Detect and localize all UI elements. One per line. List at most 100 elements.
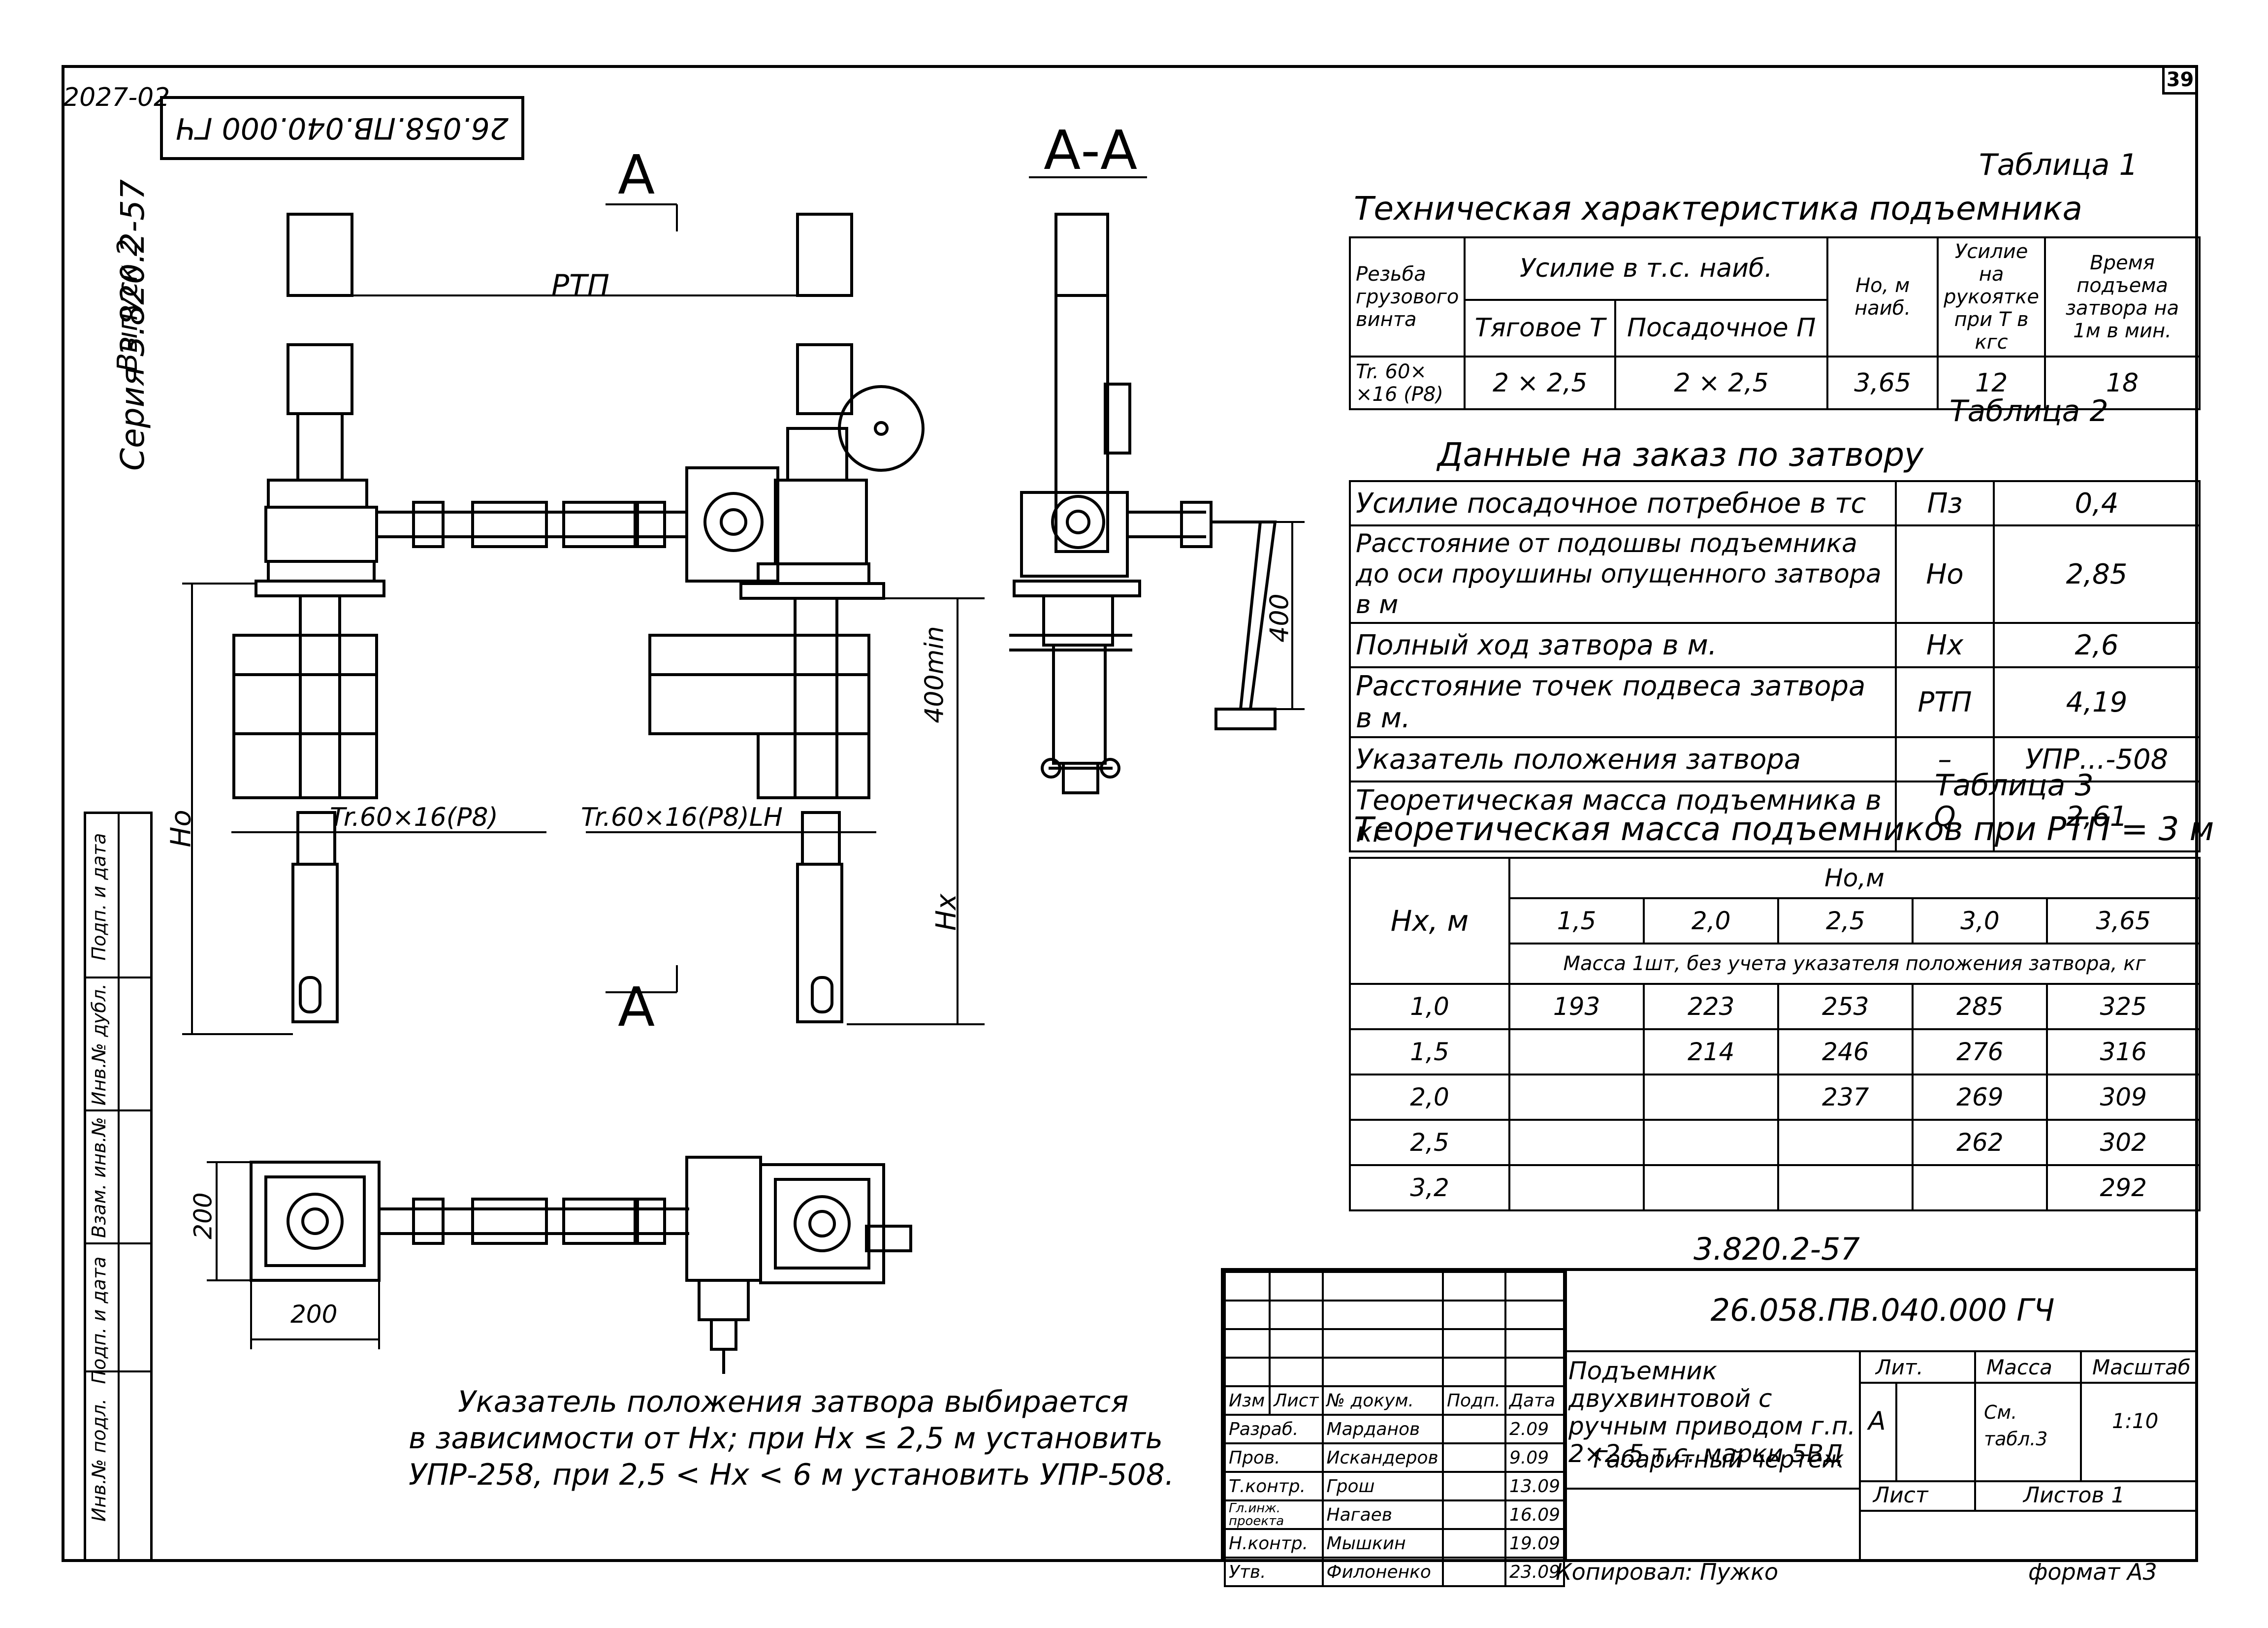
- doc-code-cell: 26.058.ПВ.040.000 ГЧ: [1565, 1271, 2198, 1352]
- t2-label: Усилие посадочное потребное в тс: [1349, 480, 1897, 526]
- plan-center-box: [685, 1156, 762, 1282]
- t3-cell: 269: [1912, 1074, 2048, 1121]
- right-rod: [796, 863, 843, 1023]
- t3-hx: 1,5: [1349, 1028, 1510, 1075]
- t2-val: 0,4: [1993, 480, 2201, 526]
- signer-date: 2.09: [1504, 1414, 1565, 1444]
- t3-cell: [1643, 1074, 1780, 1121]
- section-gearbox: [1020, 491, 1129, 578]
- table3-caption: Таблица 3: [1935, 768, 2094, 803]
- signer-date: 16.09: [1504, 1499, 1565, 1530]
- t2-label: Теоретическая масса подъемника в кг: [1349, 781, 1897, 852]
- t1-h-ho: Но, м наиб.: [1826, 236, 1939, 358]
- t1-cell-thread: Tr. 60× ×16 (P8): [1348, 356, 1466, 410]
- signer-row: Н.контр. Мышкин 19.09: [1224, 1528, 1565, 1559]
- signer-signature: [1441, 1557, 1506, 1587]
- t3-cell: 292: [2046, 1164, 2201, 1211]
- table2-caption: Таблица 2: [1949, 394, 2108, 428]
- t2-val: 2,61: [1993, 781, 2201, 852]
- t2-sym: Q: [1895, 781, 1995, 852]
- meta-grid: Лит. Масса Масштаб А См. табл.3 1:10 Лис…: [1859, 1352, 2198, 1562]
- table-row: 2,5 262 302: [1349, 1119, 2201, 1166]
- right-screw-top: [796, 213, 853, 297]
- t1-h-push: Посадочное П: [1614, 298, 1829, 358]
- t3-cell: 262: [1912, 1119, 2048, 1166]
- signer-name: Грош: [1321, 1471, 1444, 1501]
- t2-val: УПР...-508: [1993, 736, 2201, 782]
- tb-head-list: Лист: [1269, 1385, 1324, 1416]
- signer-signature: [1441, 1499, 1506, 1530]
- t2-sym: Пз: [1895, 480, 1995, 526]
- t1-h-time: Время подъема затвора на 1м в мин.: [2044, 236, 2201, 358]
- rtp-label: РТП: [551, 268, 609, 303]
- signer-name: Нагаев: [1321, 1499, 1444, 1530]
- doc-code: 26.058.ПВ.040.000 ГЧ: [1710, 1292, 2055, 1328]
- left-screw-mid: [287, 343, 353, 415]
- signer-row: Пров. Искандеров 9.09: [1224, 1442, 1565, 1473]
- t3-col-group: Но,м: [1508, 857, 2201, 899]
- t2-label: Указатель положения затвора: [1349, 736, 1897, 782]
- signer-date: 13.09: [1504, 1471, 1565, 1501]
- plan-dim-vertical: 200: [189, 1192, 218, 1239]
- t3-cell: 237: [1777, 1074, 1914, 1121]
- t3-col: 1,5: [1508, 897, 1645, 944]
- left-rod: [291, 863, 339, 1023]
- plan-left-box: [250, 1161, 381, 1282]
- product-title: Подъемник двухвинтовой с ручным приводом…: [1568, 1357, 1856, 1468]
- plan-right-box: [759, 1163, 885, 1284]
- signer-name: Мышкин: [1321, 1528, 1444, 1559]
- t3-cell: 253: [1777, 983, 1914, 1030]
- signer-date: 19.09: [1504, 1528, 1565, 1559]
- copied-by: Копировал: Пужко: [1556, 1559, 1779, 1585]
- t2-sym: РТП: [1895, 666, 1995, 738]
- title-series-code: 3.820.2-57: [1693, 1231, 1860, 1267]
- table3-title: Теоретическая масса подъемников при РТП …: [1354, 810, 2214, 848]
- table-row: 2,0 237 269 309: [1349, 1074, 2201, 1121]
- dim-400: 400: [1265, 593, 1295, 643]
- format-label: формат А3: [2028, 1559, 2157, 1585]
- section-title: А-А: [1044, 119, 1138, 182]
- title-block-grid: Изм Лист № докум. Подп. Дата Разраб. Мар…: [1223, 1271, 1565, 1587]
- signer-date: 9.09: [1504, 1442, 1565, 1473]
- t3-cell: 302: [2046, 1119, 2201, 1166]
- signer-role: Т.контр.: [1224, 1471, 1324, 1501]
- t3-cell: [1508, 1164, 1645, 1211]
- section-mark-top: A: [618, 143, 655, 206]
- t3-cell: 193: [1508, 983, 1645, 1030]
- product-subtitle: Габаритный чертеж: [1593, 1446, 1844, 1473]
- t1-h-force: Усилие в т.с. наиб.: [1464, 236, 1829, 301]
- sheet-label: Лист: [1873, 1483, 1928, 1508]
- t2-row: Расстояние от подошвы подъемника до оси …: [1349, 524, 2201, 624]
- crank-handle: [1214, 708, 1277, 730]
- signer-signature: [1441, 1528, 1506, 1559]
- table2: Усилие посадочное потребное в тс Пз 0,4 …: [1349, 480, 2201, 852]
- t3-note: Масса 1шт, без учета указателя положения…: [1508, 943, 2201, 985]
- t3-cell: 285: [1912, 983, 2048, 1030]
- t3-hx: 3,2: [1349, 1164, 1510, 1211]
- table2-title: Данные на заказ по затвору: [1437, 436, 1924, 474]
- table-row: 1,0 193 223 253 285 325: [1349, 983, 2201, 1030]
- t1-cell-handle: 12: [1937, 356, 2046, 410]
- t3-cell: [1777, 1164, 1914, 1211]
- t3-hx: 1,0: [1349, 983, 1510, 1030]
- scale-value: 1:10: [2112, 1409, 2159, 1433]
- signer-name: Искандеров: [1321, 1442, 1444, 1473]
- sheets-label: Листов 1: [2023, 1483, 2125, 1508]
- mass-label: Масса: [1986, 1355, 2052, 1379]
- signer-name: Марданов: [1321, 1414, 1444, 1444]
- table1: Резьба грузового винта Усилие в т.с. наи…: [1348, 236, 2201, 410]
- t3-cell: [1777, 1119, 1914, 1166]
- t2-label: Расстояние от подошвы подъемника до оси …: [1349, 524, 1897, 624]
- t3-cell: [1643, 1164, 1780, 1211]
- table1-caption: Таблица 1: [1979, 148, 2138, 182]
- signer-signature: [1441, 1442, 1506, 1473]
- t3-cell: [1508, 1028, 1645, 1075]
- signer-date: 23.09: [1504, 1557, 1565, 1587]
- t2-val: 2,85: [1993, 524, 2201, 624]
- t3-col: 3,0: [1912, 897, 2048, 944]
- t2-sym: –: [1895, 736, 1995, 782]
- t1-cell-ho: 3,65: [1826, 356, 1939, 410]
- signer-name: Филоненко: [1321, 1557, 1444, 1587]
- t3-cell: 246: [1777, 1028, 1914, 1075]
- scale-label: Масштаб: [2092, 1355, 2191, 1379]
